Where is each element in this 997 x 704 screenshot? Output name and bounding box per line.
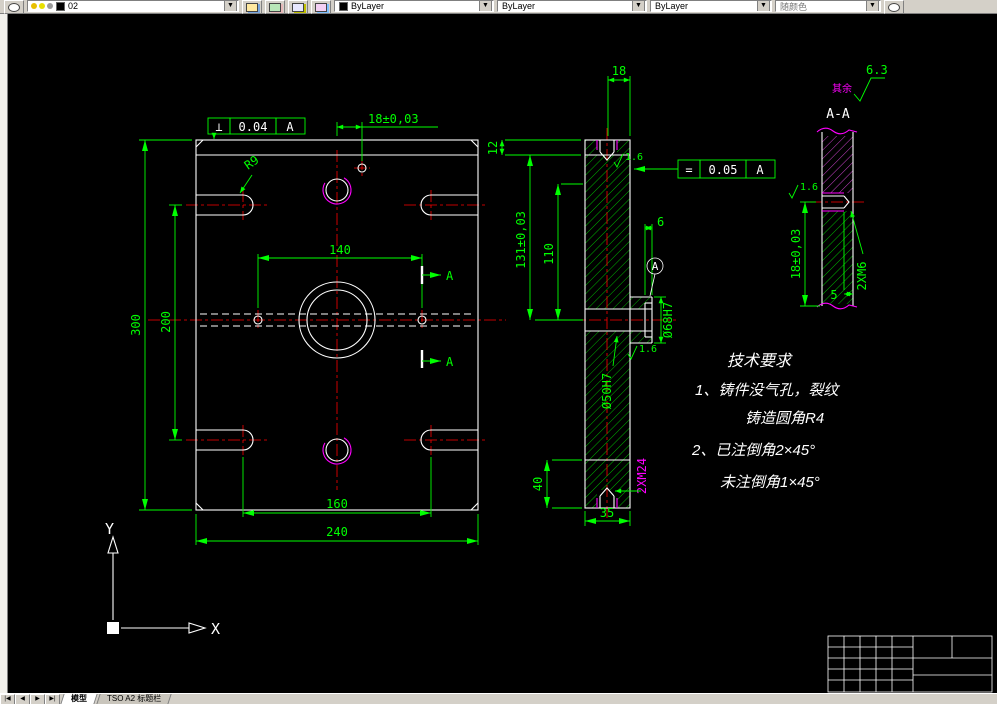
- ucs-y-label: Y: [105, 520, 114, 538]
- dim-240: 240: [326, 525, 348, 539]
- tech-req-line: 铸造圆角R4: [745, 410, 824, 427]
- layer-states-button[interactable]: [311, 0, 331, 14]
- toolbar: 02 ▼ ByLayer ▼ ByLayer ▼ ByLayer ▼ 随颜色 ▼: [0, 0, 997, 14]
- dim-6: 6: [657, 215, 664, 229]
- toolbar-button[interactable]: [4, 0, 24, 14]
- title-block: [827, 635, 993, 693]
- technical-requirements: 技术要求 1、铸件没气孔，裂纹 铸造圆角R4 2、已注倒角2×45° 未注倒角1…: [691, 352, 840, 491]
- radius-label: R9: [242, 153, 262, 173]
- roughness-1-6: 1.6: [800, 182, 818, 193]
- left-panel-strip: [0, 14, 8, 693]
- roughness-1-6: 1.6: [625, 152, 643, 163]
- section-label-bottom: A: [446, 355, 454, 369]
- layer-color-swatch: [56, 1, 65, 11]
- section-view: 18 12 131±0,03 110 40 35 6: [486, 64, 776, 526]
- dim-18-tol: 18±0,03: [368, 112, 419, 126]
- tab-nav-first[interactable]: |◀: [0, 693, 15, 704]
- layer-properties-icon: [246, 2, 258, 12]
- thread-label-m6: 2XM6: [855, 262, 869, 291]
- make-layer-current-button[interactable]: [265, 0, 285, 14]
- layer-name: 02: [68, 1, 79, 11]
- dim-18: 18: [612, 64, 626, 78]
- dim-140: 140: [329, 243, 351, 257]
- dim-300: 300: [129, 314, 143, 336]
- dim-40: 40: [531, 477, 545, 491]
- dim-18-tol-aa: 18±0,03: [789, 229, 803, 280]
- lineweight-value: ByLayer: [655, 1, 689, 11]
- plotstyle-value: 随颜色: [780, 1, 808, 12]
- layer-properties-button[interactable]: [242, 0, 262, 14]
- tab-nav-prev[interactable]: ◀: [15, 693, 30, 704]
- toolbar-button[interactable]: [884, 0, 904, 14]
- fcf-perp-value: 0.04: [239, 120, 268, 134]
- lineweight-combo[interactable]: ByLayer ▼: [650, 0, 772, 12]
- tab-model[interactable]: 模型: [60, 694, 98, 704]
- layer-previous-button[interactable]: [288, 0, 308, 14]
- layer-lock-icon: [47, 3, 53, 9]
- linetype-value: ByLayer: [502, 1, 536, 11]
- chevron-down-icon[interactable]: ▼: [224, 1, 237, 11]
- tech-req-line: 2、已注倒角2×45°: [691, 442, 815, 459]
- dim-160: 160: [326, 497, 348, 511]
- drawing-svg: 300 200 140 160 240 18±0,03 ⊥ 0.: [105, 63, 993, 693]
- tool-icon: [8, 2, 20, 12]
- layout-tab-bar: |◀ ◀ ▶ ▶| 模型 TSO A2 标题栏: [0, 693, 997, 704]
- dim-110: 110: [542, 243, 556, 265]
- color-combo[interactable]: ByLayer ▼: [334, 0, 494, 12]
- roughness-1-6: 1.6: [639, 344, 657, 355]
- roughness-6-3: 6.3: [866, 63, 888, 77]
- dim-200: 200: [159, 311, 173, 333]
- chevron-down-icon[interactable]: ▼: [866, 1, 879, 11]
- fcf-perp-symbol: ⊥: [215, 120, 222, 134]
- datum-balloon-label: A: [652, 260, 659, 273]
- chevron-down-icon[interactable]: ▼: [632, 1, 645, 11]
- model-space-canvas[interactable]: 300 200 140 160 240 18±0,03 ⊥ 0.: [8, 14, 997, 693]
- dim-131: 131±0,03: [514, 211, 528, 269]
- tech-req-line: 1、铸件没气孔，裂纹: [695, 382, 840, 399]
- fcf-perp-datum: A: [286, 120, 294, 134]
- tech-req-title: 技术要求: [727, 352, 793, 370]
- make-layer-current-icon: [269, 2, 281, 12]
- layer-freeze-icon: [39, 3, 45, 9]
- dim-35: 35: [600, 506, 614, 520]
- tech-req-line: 未注倒角1×45°: [720, 474, 820, 491]
- fcf-par-datum: A: [756, 163, 764, 177]
- aa-section-view: A-A 18±0,03 5 2XM6 1.6 6.3 其余: [788, 63, 888, 310]
- layer-combo[interactable]: 02 ▼: [27, 0, 239, 12]
- tool-icon: [888, 2, 900, 12]
- dim-o68h7: Ø68H7: [661, 302, 675, 338]
- fcf-par-value: 0.05: [709, 163, 738, 177]
- front-view: 300 200 140 160 240 18±0,03 ⊥ 0.: [129, 112, 506, 545]
- dim-12: 12: [486, 141, 500, 155]
- thread-label-m24: 2XM24: [635, 458, 649, 494]
- color-value: ByLayer: [351, 1, 385, 11]
- rest-surfaces-label: 其余: [832, 82, 852, 95]
- color-swatch: [339, 1, 348, 11]
- dim-o50h7: Ø50H7: [600, 373, 614, 409]
- tab-nav-last[interactable]: ▶|: [45, 693, 60, 704]
- tab-nav-next[interactable]: ▶: [30, 693, 45, 704]
- layer-on-icon: [31, 3, 37, 9]
- layer-previous-icon: [292, 2, 304, 12]
- tab-layout[interactable]: TSO A2 标题栏: [96, 694, 172, 704]
- chevron-down-icon[interactable]: ▼: [479, 1, 492, 11]
- fcf-par-symbol: =: [685, 163, 692, 177]
- aa-view-title: A-A: [826, 107, 850, 122]
- layer-states-icon: [315, 2, 327, 12]
- plotstyle-combo[interactable]: 随颜色 ▼: [775, 0, 881, 12]
- ucs-icon: Y X: [105, 520, 220, 638]
- chevron-down-icon[interactable]: ▼: [757, 1, 770, 11]
- ucs-x-label: X: [211, 620, 220, 638]
- section-label-top: A: [446, 269, 454, 283]
- linetype-combo[interactable]: ByLayer ▼: [497, 0, 647, 12]
- dim-5: 5: [830, 288, 837, 302]
